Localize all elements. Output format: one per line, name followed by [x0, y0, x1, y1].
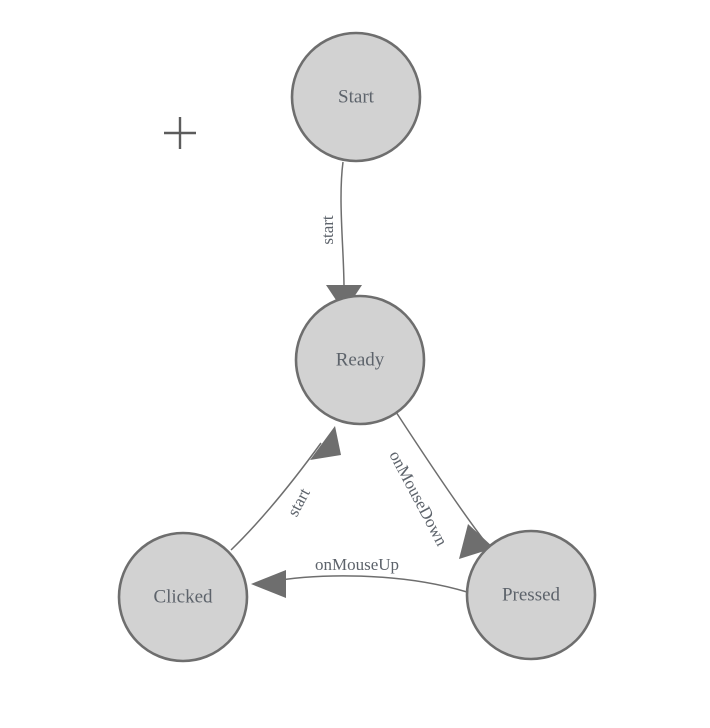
edge-start-to-ready[interactable]: start — [318, 161, 362, 312]
node-clicked-circle[interactable] — [117, 531, 249, 663]
edge-ready-to-pressed[interactable]: onMouseDown — [385, 411, 494, 559]
node-start[interactable]: Start — [290, 31, 422, 163]
node-start-circle[interactable] — [290, 31, 422, 163]
node-ready-circle[interactable] — [294, 294, 426, 426]
edge-line — [395, 411, 487, 544]
node-start-label: Start — [338, 86, 375, 107]
edge-line — [230, 442, 322, 551]
node-pressed-label: Pressed — [502, 584, 561, 605]
edge-label-clicked-to-ready: start — [283, 485, 314, 520]
edge-label-ready-to-pressed: onMouseDown — [385, 448, 451, 550]
edge-pressed-to-clicked[interactable]: onMouseUp — [251, 555, 468, 598]
crosshair-cursor-icon — [164, 117, 196, 149]
node-pressed-circle[interactable] — [465, 529, 597, 661]
node-clicked[interactable]: Clicked — [117, 531, 249, 663]
edge-label-start-to-ready: start — [318, 215, 337, 245]
edge-line — [340, 161, 345, 289]
edge-line — [267, 575, 468, 593]
node-pressed[interactable]: Pressed — [465, 529, 597, 661]
edge-label-pressed-to-clicked: onMouseUp — [315, 555, 399, 574]
node-clicked-label: Clicked — [153, 586, 213, 607]
node-ready-label: Ready — [336, 349, 385, 370]
edge-clicked-to-ready[interactable]: start — [230, 426, 341, 551]
arrowhead-icon — [251, 570, 286, 598]
arrowhead-icon — [310, 426, 341, 460]
node-ready[interactable]: Ready — [294, 294, 426, 426]
